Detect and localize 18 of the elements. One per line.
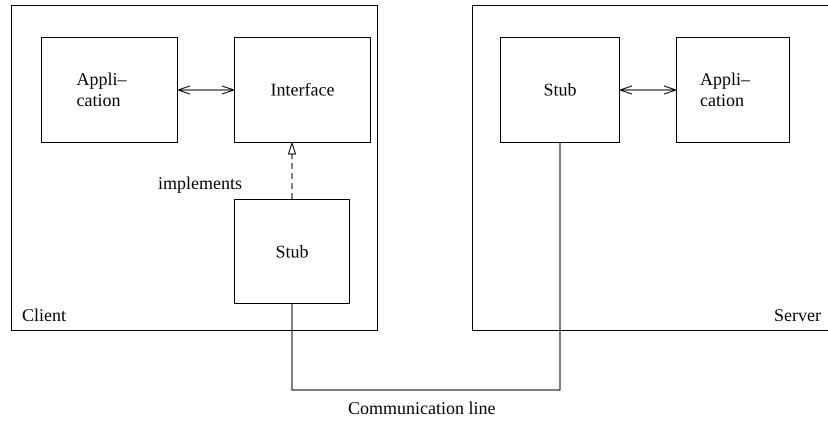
component-label: Stub bbox=[275, 241, 308, 262]
component-box bbox=[41, 37, 178, 143]
component-box bbox=[676, 37, 790, 143]
arrow bbox=[288, 142, 296, 200]
group-box bbox=[472, 5, 828, 331]
component-box bbox=[500, 37, 620, 143]
component-box bbox=[234, 37, 371, 143]
arrow bbox=[178, 86, 234, 94]
arrow bbox=[620, 86, 676, 94]
component-label: Stub bbox=[543, 80, 576, 100]
component-label: Appli– cation bbox=[76, 69, 128, 111]
component-label: Interface bbox=[270, 80, 334, 100]
connector-line bbox=[292, 142, 560, 390]
group-label: Client bbox=[22, 305, 66, 326]
component-box bbox=[234, 199, 350, 304]
group-box bbox=[11, 5, 378, 331]
component-label: Appli– cation bbox=[700, 69, 752, 111]
group-label: Server bbox=[774, 305, 821, 326]
